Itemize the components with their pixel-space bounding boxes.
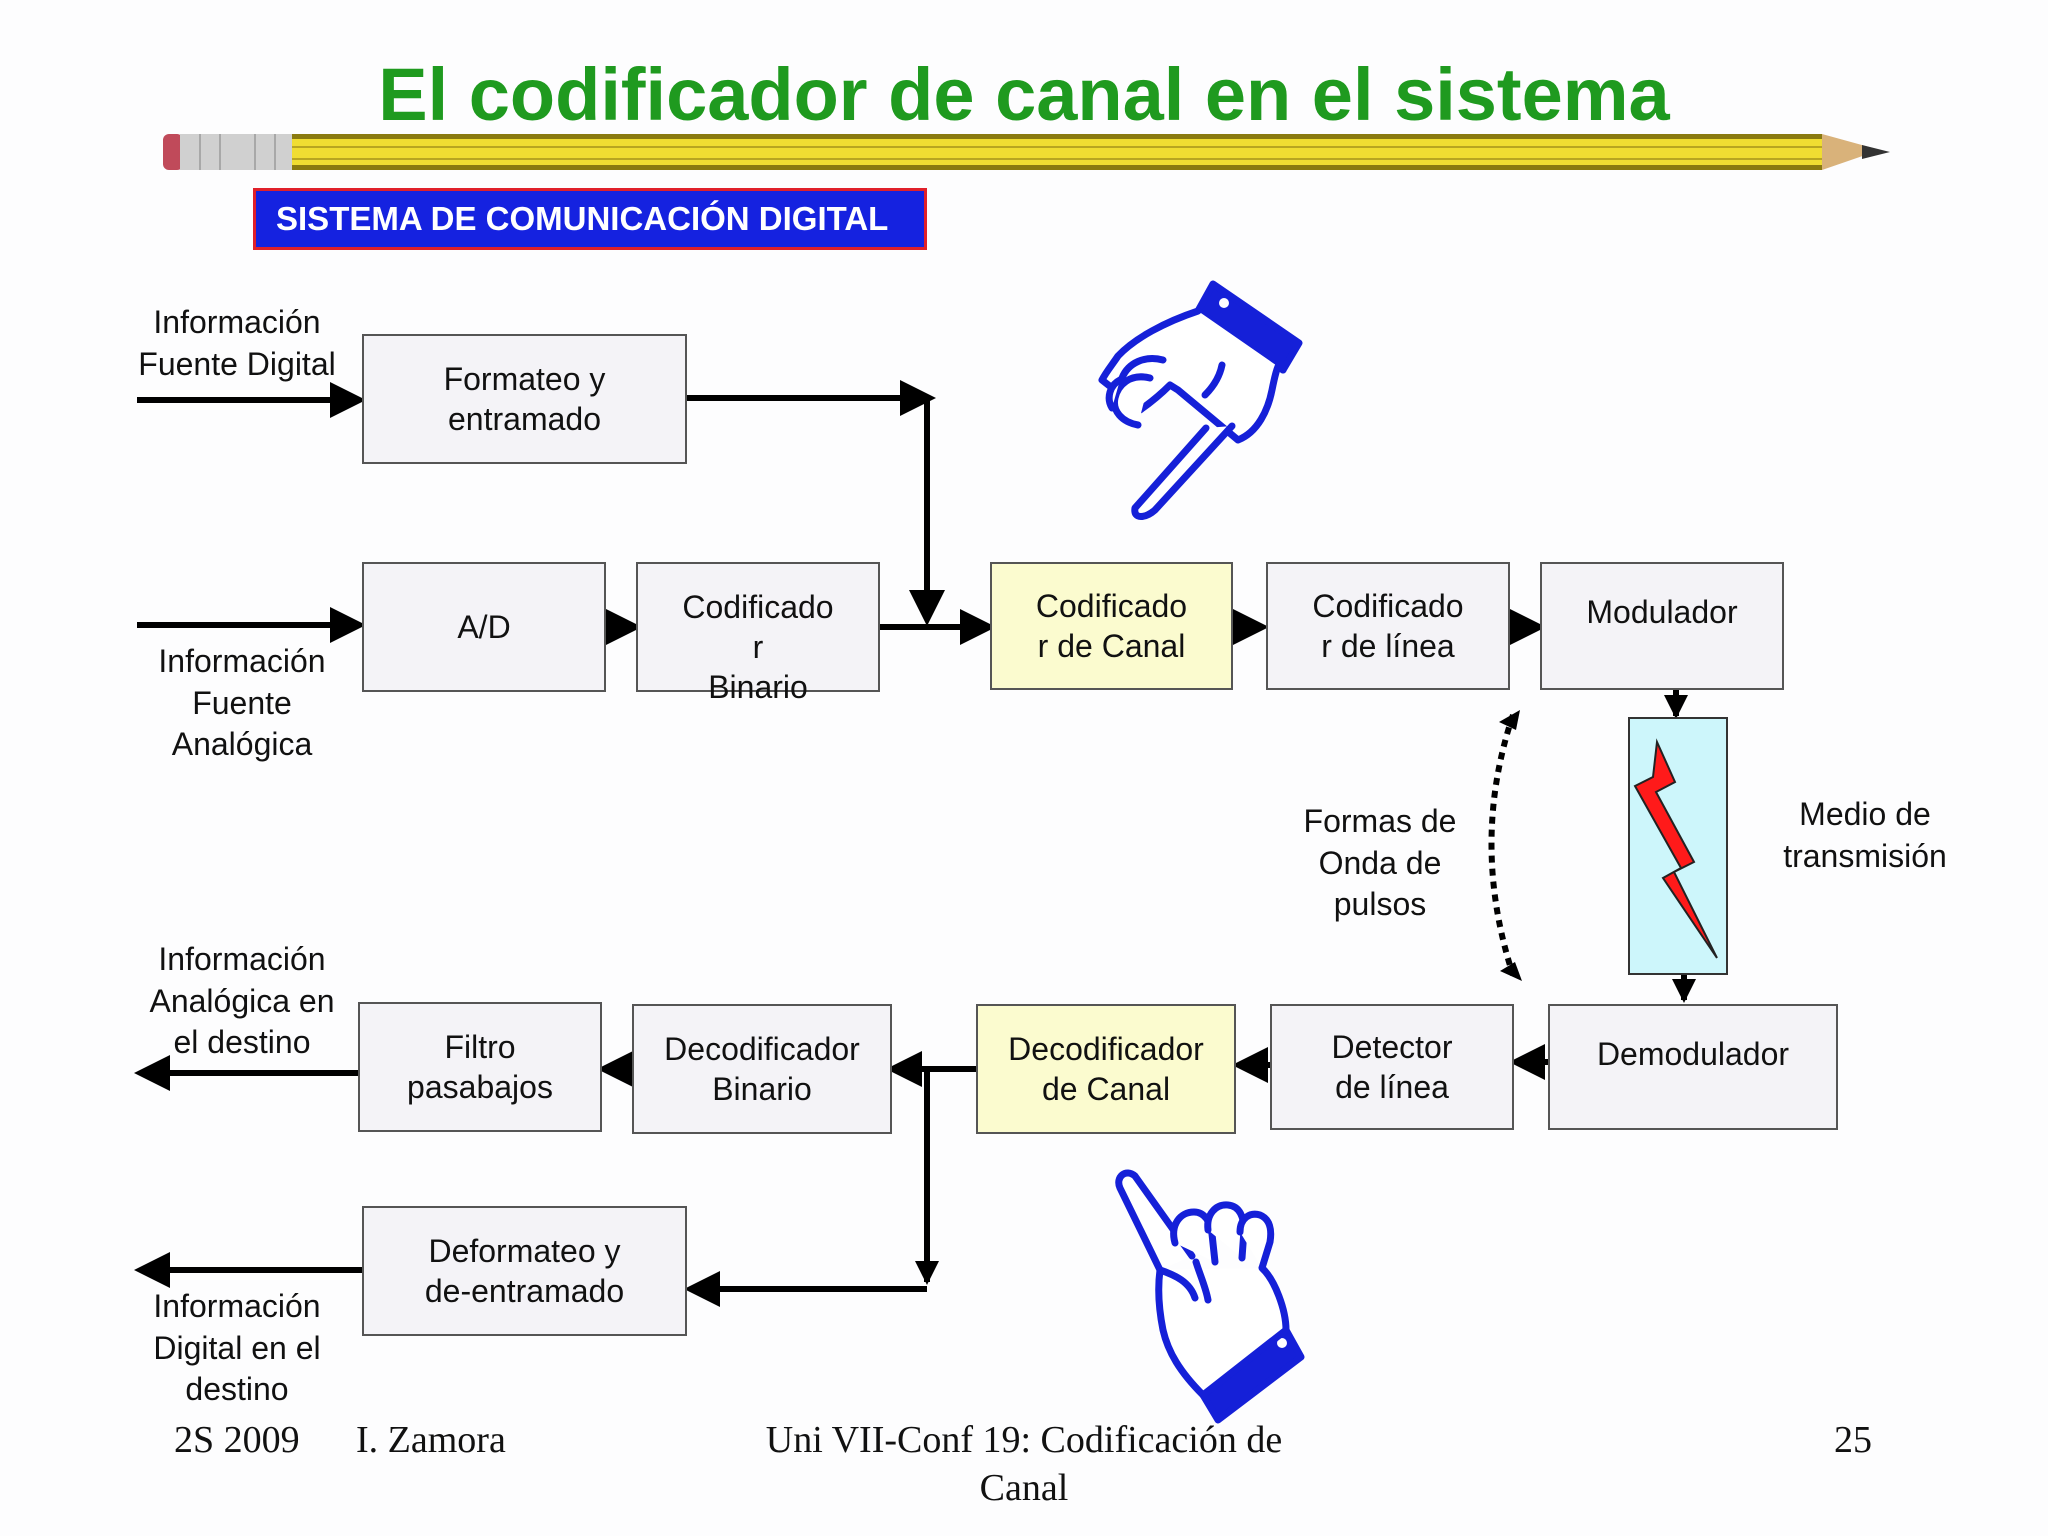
- demodulator-block: Demodulador: [1548, 1004, 1838, 1130]
- pulse-waveforms-label: Formas de Onda de pulsos: [1303, 803, 1457, 923]
- page-number: 25: [1834, 1419, 1872, 1461]
- ad-converter-block: A/D: [362, 562, 606, 692]
- page-title: El codificador de canal en el sistema: [378, 53, 1670, 136]
- analog-destination-label: Información Analógica en el destino: [149, 941, 335, 1061]
- digital-destination-label: Información Digital en el destino: [153, 1288, 321, 1408]
- binary-encoder-block: Codificado r Binario: [636, 562, 880, 705]
- channel-encoder-block: Codificado r de Canal: [990, 562, 1233, 690]
- line-encoder-block: Codificado r de línea: [1266, 562, 1510, 690]
- channel-decoder-block: Decodificador de Canal: [976, 1004, 1236, 1134]
- lowpass-filter-block: Filtro pasabajos: [358, 1002, 602, 1132]
- footer-course-title: Uni VII-Conf 19: Codificación de: [765, 1419, 1283, 1461]
- modulator-block: Modulador: [1540, 562, 1784, 690]
- footer-author: I. Zamora: [356, 1419, 506, 1461]
- analog-source-label: Información Fuente Analógica: [158, 643, 326, 763]
- formateo-block: Formateo y entramado: [362, 334, 687, 464]
- footer-semester: 2S 2009: [174, 1419, 300, 1461]
- section-banner: SISTEMA DE COMUNICACIÓN DIGITAL: [253, 188, 927, 250]
- line-detector-block: Detector de línea: [1270, 1004, 1514, 1130]
- pointing-hand-icon: [1098, 280, 1303, 520]
- binary-decoder-block: Decodificador Binario: [632, 1004, 892, 1134]
- transmission-medium-label: Medio de transmisión: [1783, 796, 1947, 874]
- digital-source-label: Información Fuente Digital: [138, 304, 336, 382]
- deformat-block: Deformateo y de-entramado: [362, 1206, 687, 1336]
- lightning-icon: [1633, 738, 1718, 959]
- pointing-hand-icon: [1115, 1169, 1305, 1424]
- footer-course-title-cont: Canal: [979, 1467, 1069, 1509]
